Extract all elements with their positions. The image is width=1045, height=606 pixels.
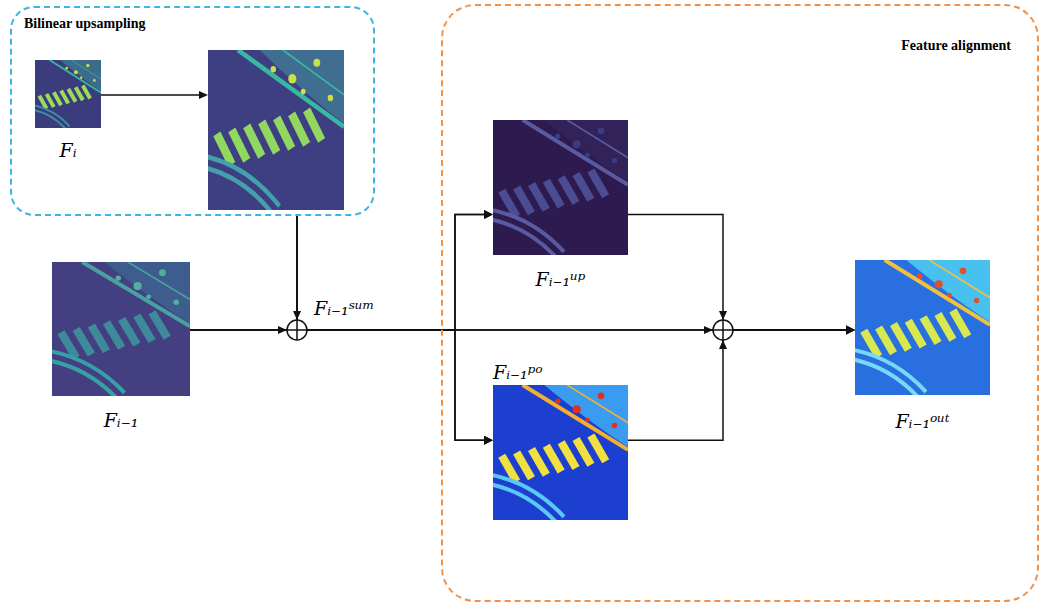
connector xyxy=(628,326,855,441)
group-title: Bilinear upsampling xyxy=(24,16,146,32)
arrowhead xyxy=(846,326,855,335)
feature-label: Fᵢ₋₁ᵒᵘᵗ xyxy=(895,411,949,432)
feature-label: Fᵢ₋₁ᵖᵒ xyxy=(493,362,543,383)
sum-symbol xyxy=(278,311,307,340)
dashed-group: Feature alignmentFᵢ₋₁ᵘᵖFᵢ₋₁ᵖᵒFᵢ₋₁ᵒᵘᵗ xyxy=(441,4,1039,602)
feature-map-box: Fᵢ₋₁ᵘᵖ xyxy=(493,120,628,255)
arrowhead xyxy=(846,326,855,335)
arrowhead xyxy=(484,210,493,219)
feature-map xyxy=(490,120,628,255)
feature-map-box: Fᵢ₋₁ᵒᵘᵗ xyxy=(855,260,990,395)
dashed-group: Bilinear upsamplingFᵢ xyxy=(10,6,375,216)
feature-label: Fᵢ₋₁ᵘᵖ xyxy=(536,269,586,290)
connector xyxy=(297,210,493,330)
connector xyxy=(190,330,493,445)
arrowhead xyxy=(484,436,493,445)
arrowhead xyxy=(484,436,493,445)
arrow-line xyxy=(101,94,200,96)
feature-map xyxy=(34,60,101,128)
group-title: Feature alignment xyxy=(901,38,1011,54)
feature-map xyxy=(490,385,628,520)
signal-label: Fᵢ₋₁ˢᵘᵐ xyxy=(312,298,376,319)
arrowhead xyxy=(484,210,493,219)
connector-line xyxy=(297,215,485,331)
feature-label: Fᵢ xyxy=(59,140,76,161)
connector xyxy=(628,215,855,335)
feature-map-box: Fᵢ xyxy=(35,60,101,128)
arrowhead xyxy=(846,326,855,335)
feature-map xyxy=(852,260,990,395)
sum-symbol xyxy=(704,311,733,349)
upsampled-feature-map xyxy=(205,50,344,210)
connector-line xyxy=(628,215,847,331)
feature-map-box: Fᵢ₋₁ xyxy=(52,262,190,396)
connector-line xyxy=(297,216,485,440)
feature-map xyxy=(49,262,190,396)
connector-line xyxy=(628,330,847,440)
arrowhead xyxy=(199,91,208,99)
connector xyxy=(190,210,493,330)
feature-label: Fᵢ₋₁ xyxy=(104,410,139,431)
arrowhead xyxy=(846,326,855,335)
feature-map-box: Fᵢ₋₁ᵖᵒ xyxy=(493,385,628,520)
